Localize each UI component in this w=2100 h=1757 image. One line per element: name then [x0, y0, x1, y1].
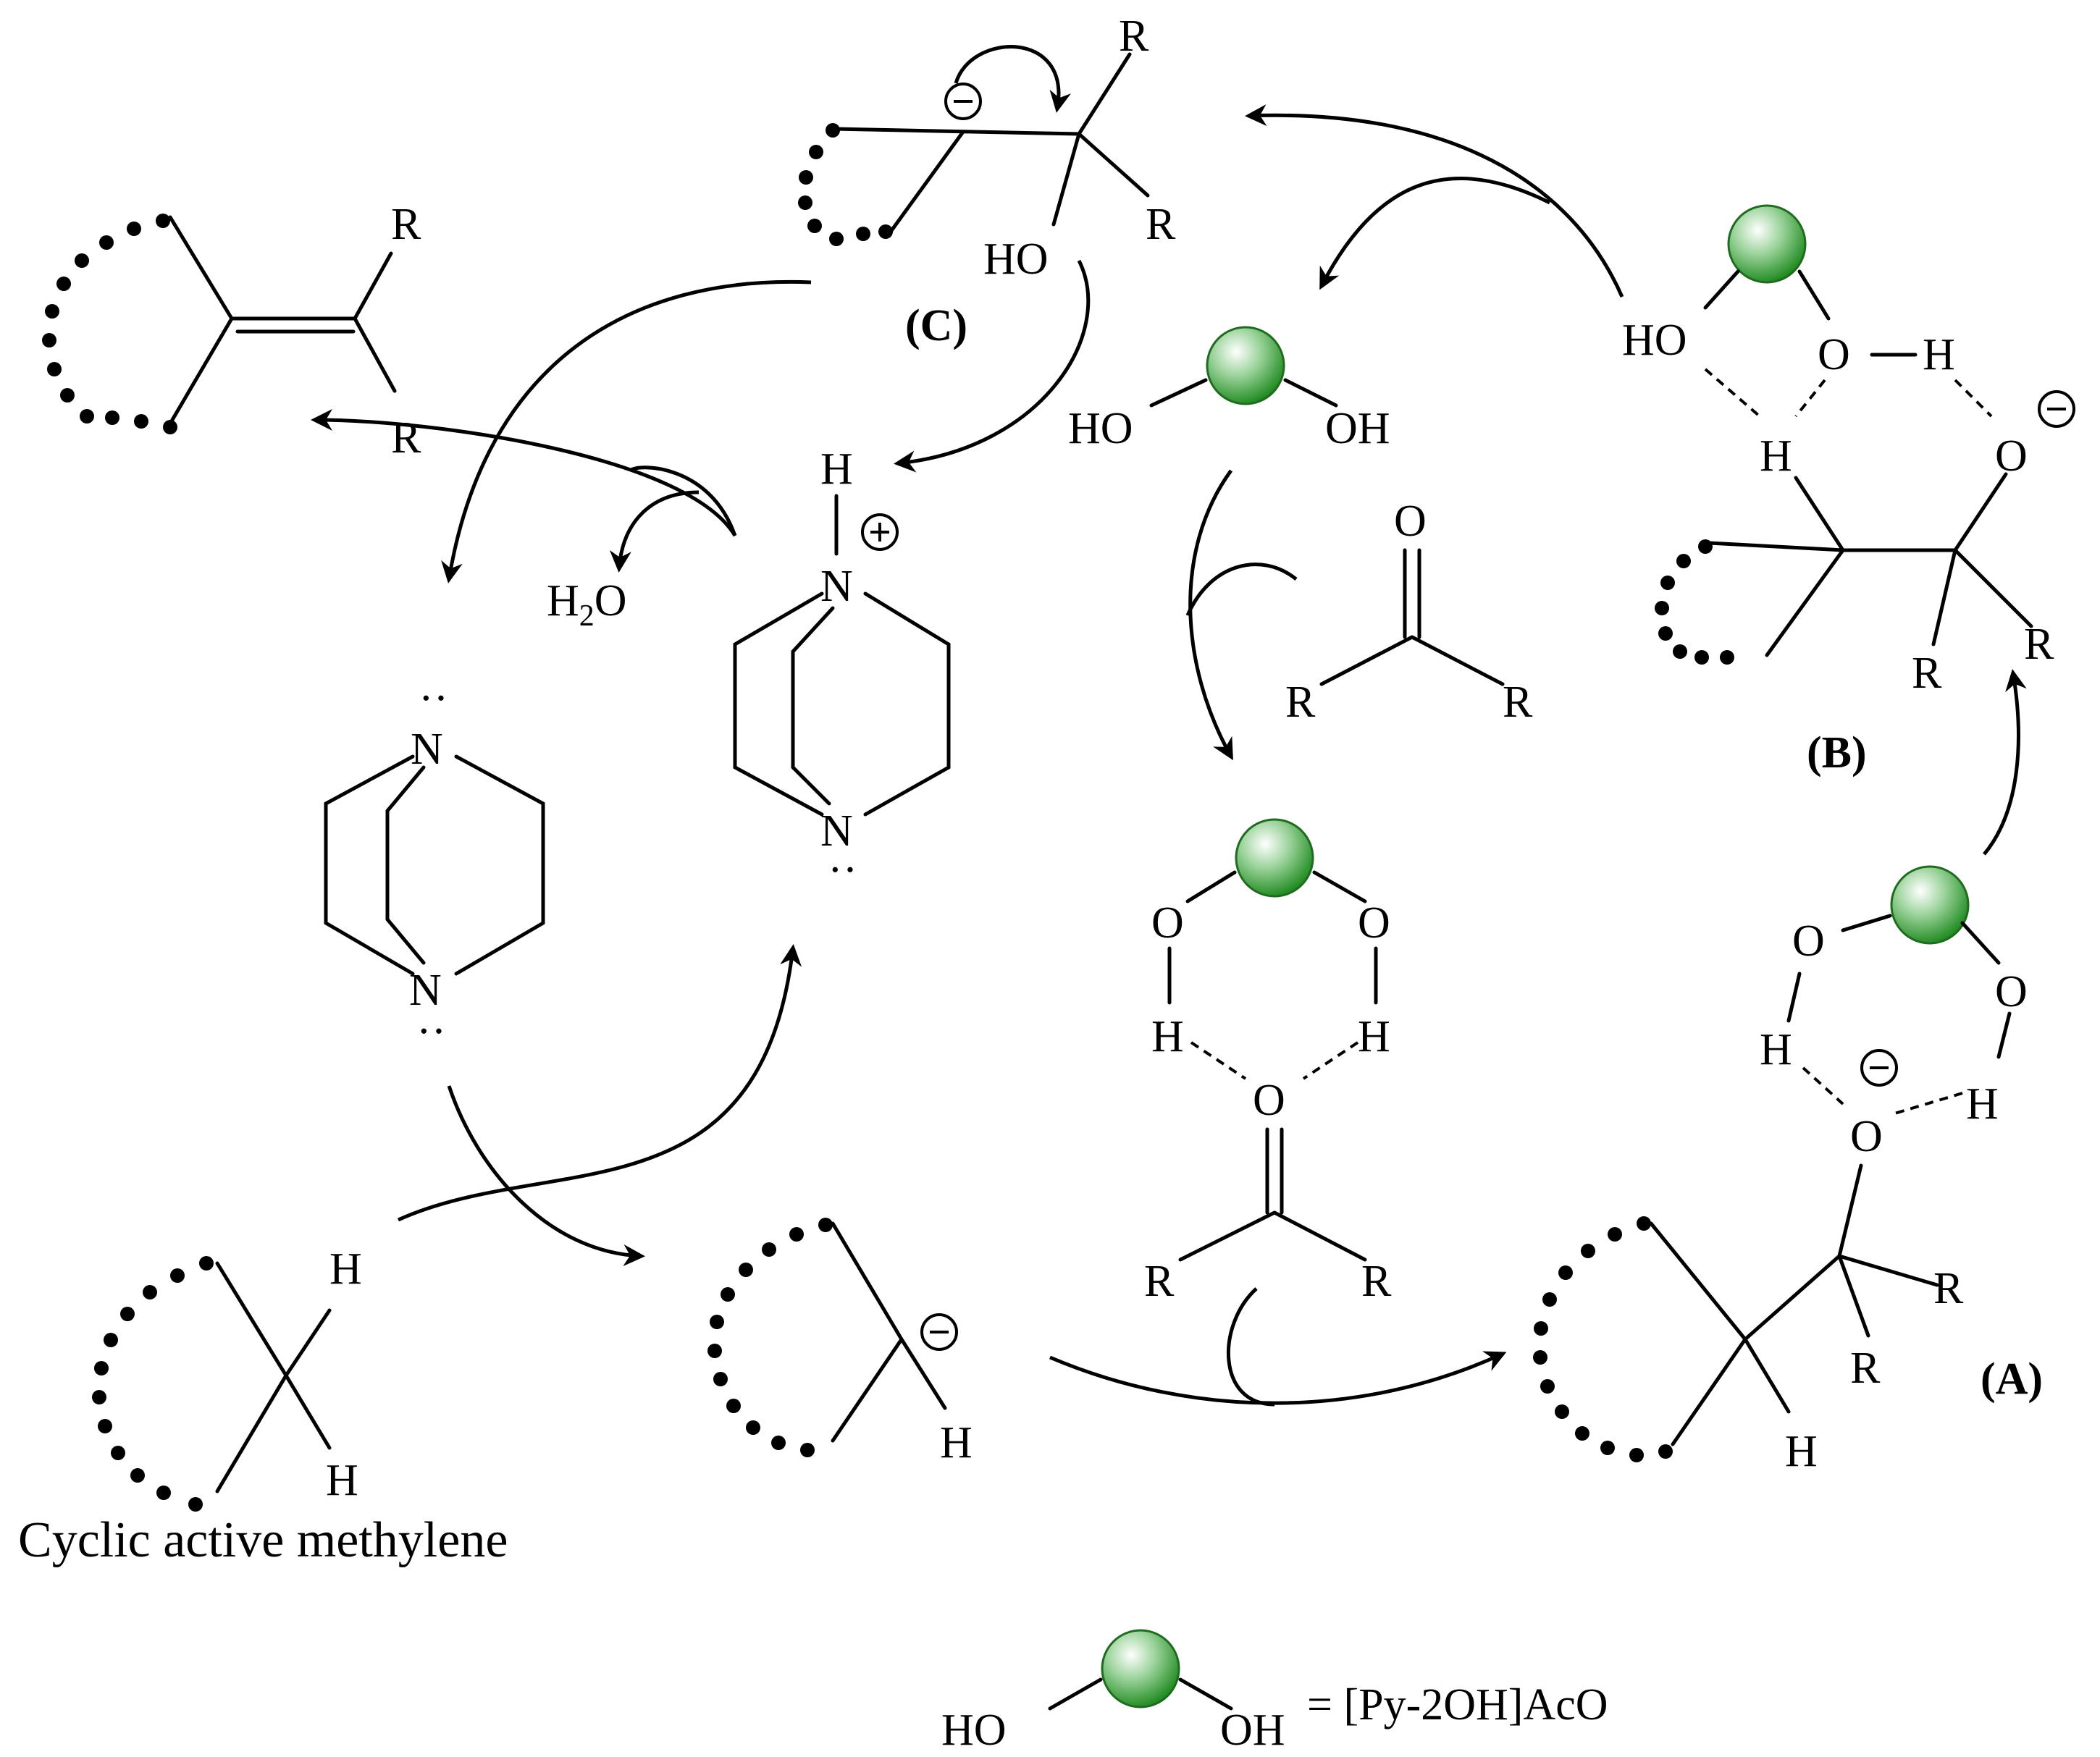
minus-charge-icon: [920, 1313, 958, 1351]
ketone: O R R: [1285, 497, 1533, 727]
b-o: O: [1818, 330, 1850, 379]
water-h: H: [547, 576, 579, 625]
a-h-bottom: H: [1785, 1427, 1818, 1476]
water: H2O: [547, 576, 627, 633]
ring-dots: [92, 1256, 214, 1512]
dabco-n-top: N: [411, 725, 443, 774]
dabco-lone-pair-top: ··: [419, 674, 448, 723]
activated-ketone-complex: O O H H O R R: [1144, 818, 1392, 1306]
alkene-r-bottom: R: [391, 413, 421, 463]
b-o-alkoxide: O: [1995, 431, 2028, 481]
intermediate-c: R R HO (C): [798, 12, 1176, 350]
label-c: (C): [905, 301, 967, 350]
a-r-bottom: R: [1850, 1344, 1881, 1393]
b-r-left: R: [1912, 649, 1942, 698]
ring-dots: [798, 123, 893, 246]
catalyst-sphere-icon: [1890, 865, 1970, 945]
ketone-o: O: [1394, 497, 1427, 546]
dabcoh-n-bottom: N: [820, 806, 853, 856]
label-b: (B): [1807, 728, 1867, 778]
methylene-h-top: H: [329, 1244, 362, 1294]
carbanion-h: H: [940, 1418, 973, 1467]
a-r-right: R: [1933, 1264, 1964, 1313]
catalyst-sphere-icon: [1727, 204, 1807, 284]
reaction-arrows: [311, 104, 2027, 1407]
plus-charge-icon: [861, 513, 899, 551]
legend-oh: OH: [1220, 1706, 1285, 1755]
methylene-h-bottom: H: [326, 1456, 358, 1505]
complex-h-right: H: [1358, 1012, 1390, 1061]
b-h-ch: H: [1760, 431, 1792, 481]
ring-dots: [1655, 539, 1734, 665]
dabcoh-lone-pair: ··: [828, 846, 857, 895]
cat-oh: OH: [1325, 404, 1390, 453]
dabco-protonated: H N N ··: [733, 444, 951, 895]
complex-r-left: R: [1144, 1257, 1175, 1306]
a-h-right: H: [1966, 1079, 1999, 1129]
catalyst-legend: HO OH = [Py-2OH]AcO: [941, 1629, 1608, 1755]
ketone-r-left: R: [1285, 678, 1316, 727]
catalyst-sphere-icon: [1101, 1629, 1180, 1708]
a-h-left: H: [1760, 1025, 1792, 1074]
dabcoh-h: H: [820, 444, 853, 494]
minus-charge-icon: [944, 83, 982, 120]
catalyst-sphere-icon: [1235, 818, 1314, 898]
a-o-alkoxide: O: [1850, 1112, 1883, 1161]
b-h-top: H: [1923, 330, 1955, 379]
a-o-left: O: [1792, 917, 1825, 966]
ketone-r-right: R: [1503, 678, 1533, 727]
complex-o-left: O: [1151, 898, 1184, 948]
minus-charge-icon: [2038, 390, 2075, 428]
legend-ho: HO: [941, 1706, 1007, 1755]
carbanion: H: [707, 1218, 973, 1467]
ring-dots: [707, 1218, 833, 1457]
ring-dots: [1533, 1216, 1673, 1462]
dabco: N N ·· ··: [324, 674, 545, 1056]
intermediate-a: O O H H O R R H (A): [1533, 865, 2043, 1476]
alkene-r-top: R: [391, 200, 421, 249]
dabcoh-n-top: N: [820, 562, 853, 611]
cat-ho: HO: [1068, 404, 1133, 453]
b-ho: HO: [1622, 316, 1687, 365]
legend-equation: = [Py-2OH]AcO: [1307, 1680, 1608, 1729]
catalyst-free: HO OH: [1068, 326, 1390, 453]
svg-text:H2O: H2O: [547, 576, 627, 633]
b-r-right: R: [2024, 620, 2054, 669]
catalyst-sphere-icon: [1206, 326, 1285, 405]
cyclic-active-methylene: H H Cyclic active methylene: [18, 1244, 508, 1568]
c-r-right: R: [1146, 200, 1176, 249]
complex-h-left: H: [1151, 1012, 1184, 1061]
complex-o-carbonyl: O: [1253, 1076, 1285, 1125]
alkene-product: R R: [42, 200, 421, 463]
c-ho: HO: [983, 235, 1049, 284]
minus-charge-icon: [1860, 1049, 1898, 1087]
dabco-lone-pair-bottom: ··: [416, 1007, 446, 1056]
a-o-right: O: [1995, 967, 2028, 1016]
complex-r-right: R: [1361, 1257, 1392, 1306]
caption-cyclic-active-methylene: Cyclic active methylene: [18, 1512, 508, 1568]
ring-dots: [42, 214, 177, 434]
intermediate-b: HO O H H O R R (B): [1622, 204, 2075, 778]
water-o: O: [595, 576, 627, 625]
label-a: (A): [1981, 1354, 2043, 1404]
complex-o-right: O: [1358, 898, 1390, 948]
c-r-top: R: [1119, 12, 1149, 61]
water-subscript: 2: [579, 599, 595, 633]
